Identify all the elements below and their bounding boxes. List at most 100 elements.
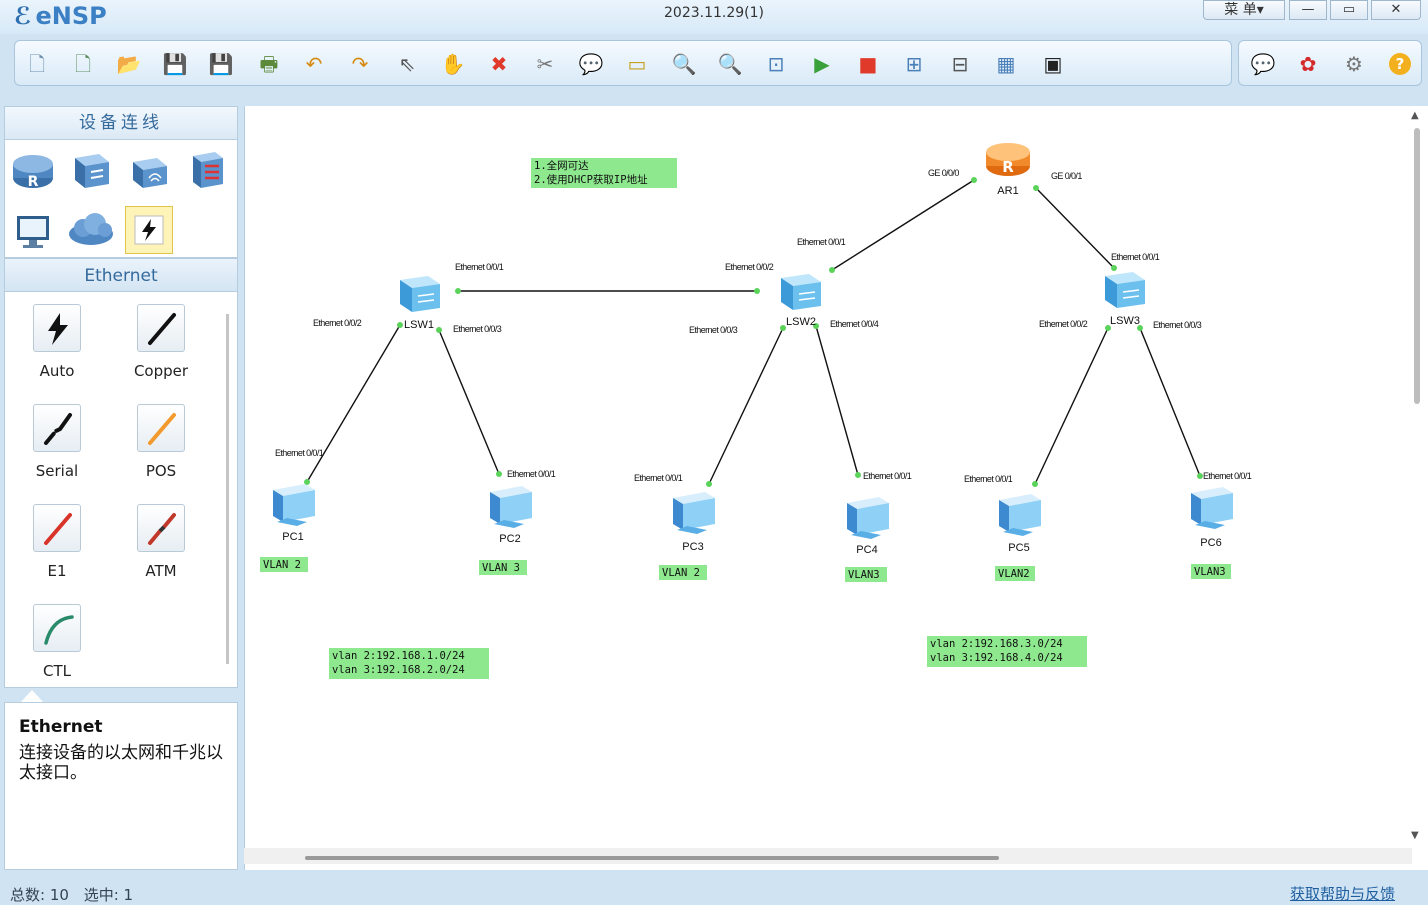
link-line[interactable] (708, 327, 784, 485)
huawei-button[interactable]: ✿ (1294, 50, 1322, 78)
print-button[interactable]: 🖶 (255, 50, 283, 78)
cable-e1[interactable]: E1 (5, 492, 109, 592)
cable-atm[interactable]: ATM (109, 492, 213, 592)
device-pc2[interactable] (490, 486, 532, 528)
device-lsw3[interactable] (1105, 272, 1145, 308)
palette-button[interactable]: ▭ (623, 50, 651, 78)
device-lsw1[interactable] (400, 276, 440, 312)
note-box[interactable] (329, 648, 489, 679)
fit-button[interactable]: ⊡ (762, 50, 790, 78)
new-topology-button[interactable]: 🗋 (23, 50, 51, 78)
new-test-button[interactable]: 🗋 (69, 50, 97, 78)
text-button[interactable]: 💬 (577, 50, 605, 78)
note-vlan1[interactable]: VLAN 2 (260, 557, 308, 572)
device-switch[interactable] (67, 146, 115, 194)
horizontal-scrollbar[interactable] (305, 856, 999, 860)
zoom-in-button[interactable]: 🔍 (670, 50, 698, 78)
stop-button[interactable]: ■ (854, 50, 882, 78)
switch-marks (417, 293, 435, 303)
delete-link-button[interactable]: ✂ (531, 50, 559, 78)
link-line[interactable] (438, 329, 500, 475)
cli-button[interactable]: ▣ (1039, 50, 1067, 78)
device-cloud[interactable] (67, 206, 115, 254)
vertical-scrollbar[interactable] (1414, 128, 1420, 404)
note-vlan5[interactable]: VLAN2 (995, 566, 1035, 581)
device-ar1[interactable]: R (986, 143, 1030, 176)
help-button[interactable]: ? (1386, 50, 1414, 78)
close-button[interactable]: ✕ (1371, 0, 1421, 20)
note-box[interactable] (927, 636, 1087, 667)
note-box[interactable] (1191, 564, 1231, 579)
start-button[interactable]: ▶ (808, 50, 836, 78)
maximize-button[interactable]: ▭ (1330, 0, 1368, 20)
cable-copper[interactable]: Copper (109, 292, 213, 392)
link-line[interactable] (1034, 327, 1109, 485)
device-pc6[interactable] (1191, 487, 1233, 529)
cable-pos[interactable]: POS (109, 392, 213, 492)
minimize-button[interactable]: — (1289, 0, 1327, 20)
capture-button[interactable]: ⊞ (900, 50, 928, 78)
note-vlan3[interactable]: VLAN 2 (659, 565, 707, 580)
settings-button[interactable]: ⚙ (1340, 50, 1368, 78)
note-box[interactable] (845, 567, 887, 582)
device-connection[interactable] (125, 206, 173, 254)
scroll-up-arrow[interactable]: ▲ (1411, 110, 1419, 121)
device-lsw2[interactable] (781, 274, 821, 310)
menu-button[interactable]: 菜 单▾ (1203, 0, 1285, 20)
save-as-icon: 💾 (208, 52, 234, 76)
forum-button[interactable]: 💬 (1249, 50, 1277, 78)
note-box[interactable] (531, 158, 677, 188)
link-line[interactable] (306, 324, 401, 483)
help-feedback-link[interactable]: 获取帮助与反馈 (1290, 885, 1396, 903)
cable-ctl[interactable]: CTL (5, 592, 109, 692)
open-button[interactable]: 📂 (115, 50, 143, 78)
cable-list-scrollbar[interactable] (226, 314, 229, 664)
device-pc1[interactable] (273, 484, 315, 526)
note-box[interactable] (479, 560, 527, 575)
cable-serial[interactable]: Serial (5, 392, 109, 492)
device-pc5[interactable] (999, 494, 1041, 536)
undo-button[interactable]: ↶ (300, 50, 328, 78)
note-box[interactable] (659, 565, 707, 580)
grid-button[interactable]: ▦ (992, 50, 1020, 78)
device-wlan[interactable] (125, 146, 173, 194)
select-button[interactable]: ⇖ (393, 50, 421, 78)
zoom-out-button[interactable]: 🔍 (716, 50, 744, 78)
move-button[interactable]: ✋ (439, 50, 467, 78)
scroll-down-arrow[interactable]: ▼ (1411, 830, 1419, 841)
note-vlan2[interactable]: VLAN 3 (479, 560, 527, 575)
link-line[interactable] (831, 179, 975, 271)
link-line[interactable] (815, 325, 859, 476)
note-box[interactable] (995, 566, 1035, 581)
cable-auto[interactable]: Auto (5, 292, 109, 392)
note-vlan4[interactable]: VLAN3 (845, 567, 887, 582)
save-button[interactable]: 💾 (161, 50, 189, 78)
device-router[interactable]: R (9, 146, 57, 194)
delete-button[interactable]: ✖ (485, 50, 513, 78)
link-line[interactable] (1035, 187, 1115, 269)
device-firewall[interactable] (183, 146, 231, 194)
save-as-button[interactable]: 💾 (207, 50, 235, 78)
topology-button[interactable]: ⊟ (946, 50, 974, 78)
note-box[interactable] (260, 557, 308, 572)
link-line[interactable] (1139, 327, 1201, 477)
device-pc3[interactable] (673, 492, 715, 534)
redo-button[interactable]: ↷ (346, 50, 374, 78)
device-pc4[interactable] (847, 497, 889, 539)
note-vlan6[interactable]: VLAN3 (1191, 564, 1231, 579)
device-pc[interactable] (9, 206, 57, 254)
